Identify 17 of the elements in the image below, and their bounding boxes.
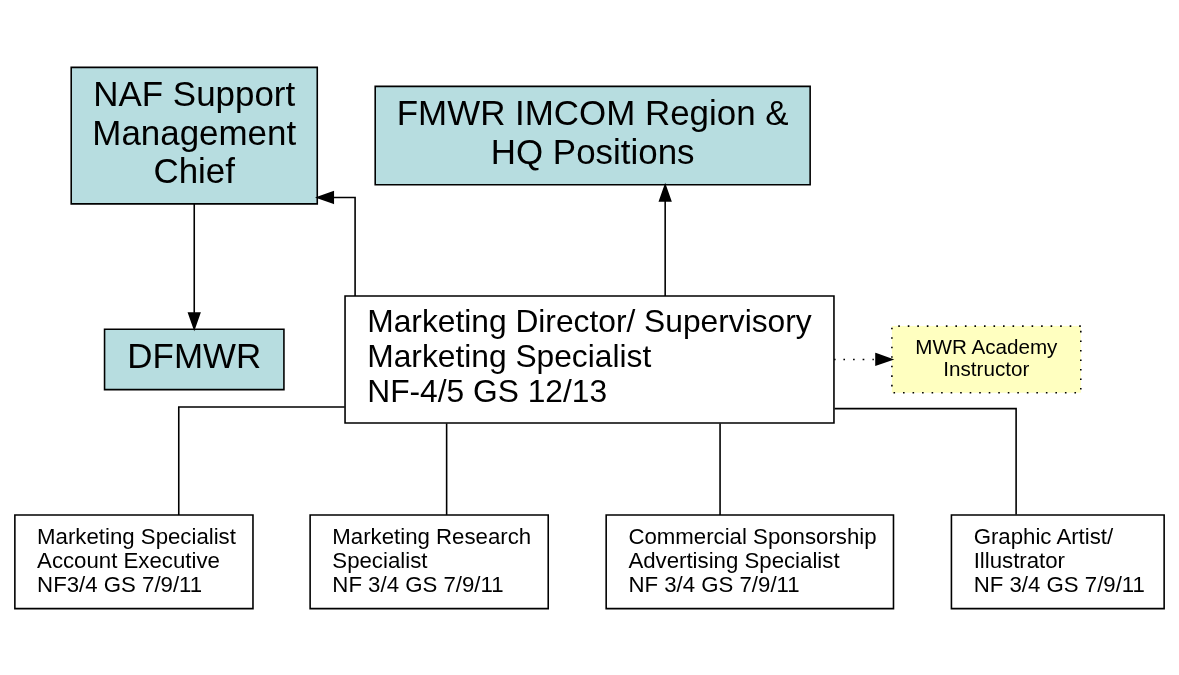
- connector: [719, 422, 721, 516]
- node-box: Commercial Sponsorship Advertising Specialist NF 3/4 GS 7/9/11: [605, 513, 895, 609]
- node-box: MWR Academy Instructor: [891, 324, 1082, 394]
- node-box: Marketing Specialist Account Executive NF3/4 GS 7/9/11: [14, 513, 254, 609]
- node-box: FMWR IMCOM Region & HQ Positions: [374, 85, 811, 186]
- connector: [445, 422, 448, 516]
- node-box: Marketing Research Specialist NF 3/4 GS 7/9/11: [309, 513, 550, 609]
- node-box: DFMWR: [103, 327, 285, 390]
- connector: [177, 405, 346, 516]
- arrow: [187, 202, 201, 331]
- node-box: NAF Support Management Chief: [70, 66, 319, 205]
- arrow: [658, 182, 672, 297]
- node-box: Graphic Artist/ Illustrator NF 3/4 GS 7/9/11: [950, 513, 1165, 609]
- arrow: [315, 190, 356, 297]
- node-box: Marketing Director/ Supervisory Marketing Specialist NF-4/5 GS 12/13: [344, 294, 835, 424]
- arrow: [833, 352, 895, 366]
- connector: [833, 407, 1017, 515]
